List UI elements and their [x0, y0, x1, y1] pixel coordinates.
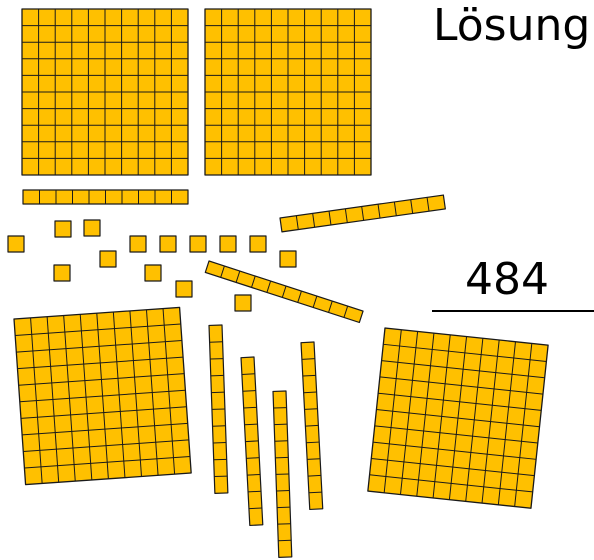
ten-rod: [205, 261, 363, 322]
ten-rod: [209, 325, 228, 493]
hundred-flat: [368, 328, 548, 508]
one-cube: [250, 236, 266, 252]
one-cube: [55, 221, 71, 237]
one-cube: [280, 251, 296, 267]
one-cube: [160, 236, 176, 252]
one-cube: [100, 251, 116, 267]
ten-rod: [23, 190, 188, 204]
solution-title: Lösung: [433, 4, 590, 48]
answer-number: 484: [465, 258, 549, 302]
one-cube: [220, 236, 236, 252]
one-cube: [176, 281, 192, 297]
hundred-flat: [14, 307, 191, 484]
one-cube: [8, 236, 24, 252]
hundred-flat: [205, 9, 371, 175]
one-cube: [84, 220, 100, 236]
one-cube: [145, 265, 161, 281]
one-cube: [190, 236, 206, 252]
ten-rod: [241, 357, 263, 525]
one-cube: [54, 265, 70, 281]
ten-rod: [280, 195, 445, 232]
ten-rod: [301, 342, 323, 509]
one-cube: [130, 236, 146, 252]
hundred-flat: [22, 9, 188, 175]
answer-line: [432, 310, 594, 312]
ten-rod: [273, 391, 292, 557]
one-cube: [235, 295, 251, 311]
